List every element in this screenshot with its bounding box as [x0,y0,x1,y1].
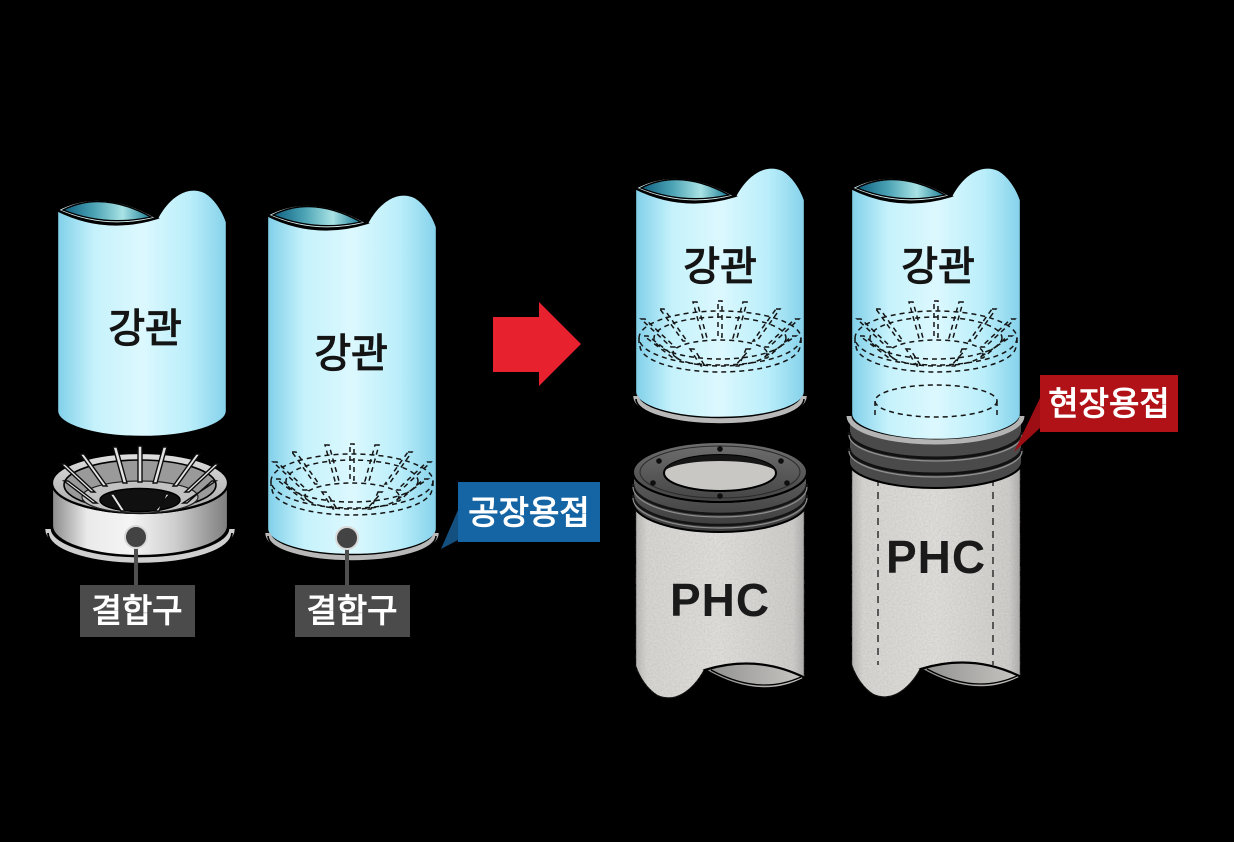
phc-pile-2: PHC [849,453,1024,699]
hidden-pile-spigot-outline [874,384,998,418]
field-weld-label: 현장용접 [1048,385,1169,422]
field-weld-label-box [1040,375,1178,432]
pile-hidden-hole-lines [877,479,994,665]
field-weld-pointer [1014,398,1040,452]
coupler-label-1: 결합구 [91,592,182,629]
pile-cap-bolt-holes [650,446,790,499]
coupler-leader-dot-2 [335,526,359,550]
coupler-label-box-1 [80,585,195,637]
steel-pipe-4-label: 강관 [901,245,975,289]
factory-weld-label-box [458,482,600,542]
steel-pipe-2: 강관 [264,193,439,562]
field-weld-collar [846,415,1025,489]
steel-pipe-1-label: 강관 [108,307,182,351]
steel-pipe-3: 강관 [632,166,807,425]
phc-pile-2-label: PHC [886,531,986,583]
phc-pile-1-label: PHC [670,574,770,626]
steel-pipe-4: 강관 [848,166,1023,442]
coupler-center-hole [99,487,181,513]
factory-weld-label: 공장용접 [468,494,589,531]
assembly-joined: 강관 PHC [846,166,1025,699]
steel-pipe-3-label: 강관 [683,245,757,289]
coupler-leader-dot-1 [124,525,148,549]
pile-broken-face [702,662,808,690]
process-arrow-icon [493,302,581,386]
coupler-label-2: 결합구 [306,592,397,629]
pile-cap-ring [631,441,809,533]
steel-pipe-1: 강관 [54,188,229,439]
factory-weld-pointer [441,510,458,549]
coupler-ring [45,445,235,565]
pile-broken-face [918,661,1024,689]
steel-pipe-2-label: 강관 [314,332,388,376]
coupler-label-box-2 [295,585,410,637]
assembly-exploded: PHC 강관 [631,166,809,700]
